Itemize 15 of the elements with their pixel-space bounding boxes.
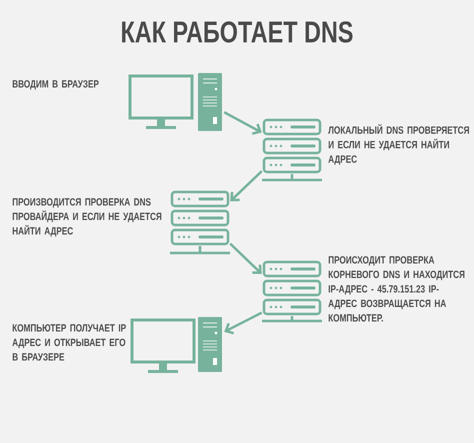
arrow (224, 111, 262, 135)
server-drawing (262, 260, 322, 322)
arrow (229, 242, 262, 274)
step-description: ЛОКАЛЬНЫЙ DNS ПРОВЕРЯЕТСЯ И ЕСЛИ НЕ УДАЕТСЯ НАЙТИ АДРЕС (328, 124, 469, 165)
step-description: КОМПЬЮТЕР ПОЛУЧАЕТ IP АДРЕС И ОТКРЫВАЕТ ЕГО В БРАУЗЕРЕ (12, 324, 126, 361)
computer-drawing (130, 316, 222, 373)
step-description: ПРОИСХОДИТ ПРОВЕРКА КОРНЕВОГО DNS И НАХОДИТСЯ IP-АДРЕС - 45.79.151.23 IP-АДРЕС ВОЗВРАЩАЕТСЯ НА КОМПЬЮТЕР. (328, 256, 464, 322)
step-description: ВВОДИМ В БРАУЗЕР (12, 80, 99, 90)
title: КАК РАБОТАЕТ DNS (122, 21, 353, 43)
arrow (224, 312, 262, 334)
server-drawing (170, 190, 230, 254)
arrow (230, 170, 263, 202)
server-drawing (262, 118, 322, 182)
computer-drawing (128, 73, 222, 131)
step-description: ПРОИЗВОДИТСЯ ПРОВЕРКА DNS ПРОВАЙДЕРА И ЕСЛИ НЕ УДАЕТСЯ НАЙТИ АДРЕС (12, 198, 162, 237)
